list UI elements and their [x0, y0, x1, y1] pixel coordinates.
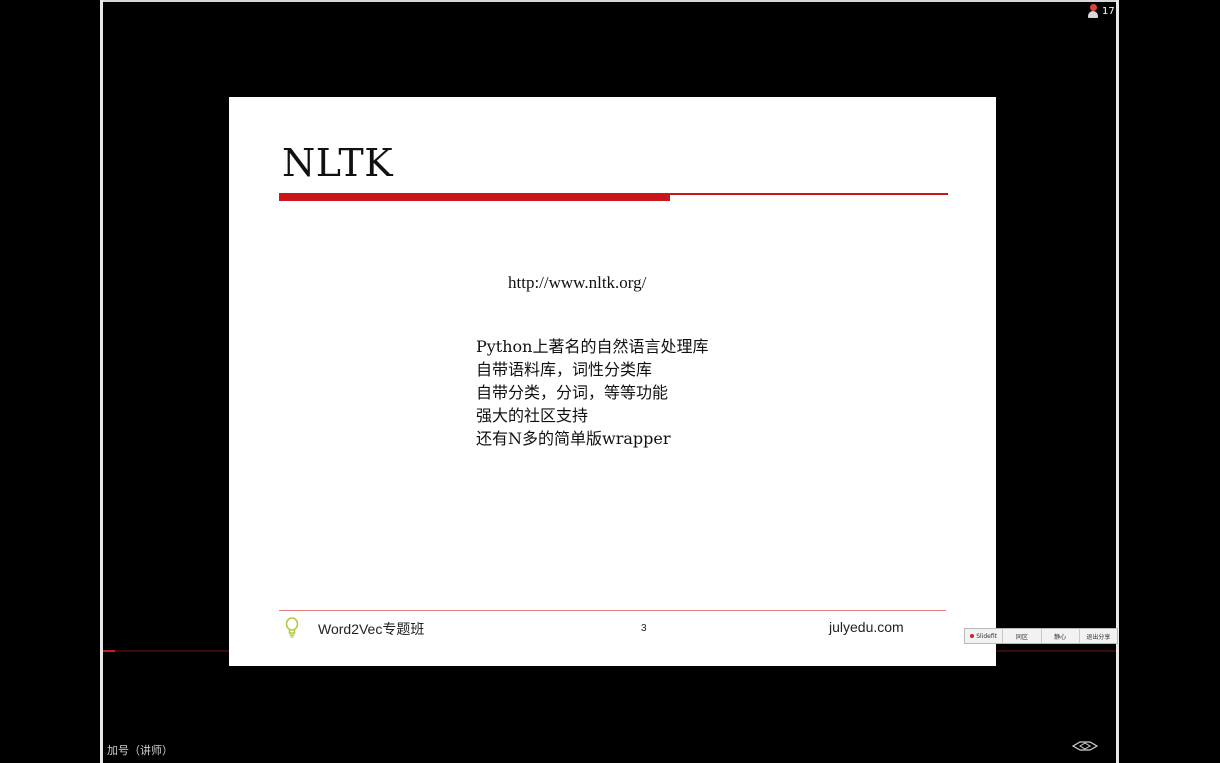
footer-course-name: Word2Vec专题班: [318, 621, 425, 637]
record-dot-icon: [970, 634, 975, 638]
viewer-frame-right: [1116, 0, 1119, 763]
bullet-item: 还有N多的简单版wrapper: [476, 429, 671, 448]
lightbulb-icon: [285, 617, 299, 638]
viewer-count[interactable]: 17: [1088, 3, 1115, 19]
slide: NLTK http://www.nltk.org/ Python上著名的自然语言…: [229, 97, 996, 666]
slide-title: NLTK: [282, 141, 394, 185]
collapse-icon[interactable]: [1072, 740, 1098, 752]
viewer-frame-top: [100, 0, 1119, 2]
person-icon: [1088, 4, 1098, 18]
share-toolbar: Slidefit 同区 静心 退出分享: [964, 628, 1118, 644]
toolbar-exit-share-button[interactable]: 退出分享: [1086, 633, 1111, 641]
footer-site: julyedu.com: [829, 619, 904, 635]
bullet-item: Python上著名的自然语言处理库: [476, 337, 709, 356]
bullet-list: Python上著名的自然语言处理库 自带语料库，词性分类库 自带分类，分词，等等…: [476, 335, 708, 450]
title-accent-bar: [279, 193, 670, 201]
viewer-count-value: 17: [1102, 5, 1115, 17]
presenter-label: 加号（讲师）: [107, 744, 173, 757]
footer-page-number: 3: [641, 623, 647, 634]
slide-url: http://www.nltk.org/: [508, 273, 647, 292]
toolbar-sync-button[interactable]: 同区: [1003, 629, 1042, 643]
title-accent-line: [670, 193, 948, 195]
outside-area-left: [0, 0, 100, 763]
toolbar-slidefit-button[interactable]: Slidefit: [965, 629, 1004, 643]
viewer-frame-left: [100, 0, 103, 763]
bullet-item: 强大的社区支持: [476, 406, 589, 425]
footer-divider: [279, 610, 946, 611]
outside-area-right: [1119, 0, 1220, 763]
bullet-item: 自带语料库，词性分类库: [476, 360, 653, 379]
bullet-item: 自带分类，分词，等等功能: [476, 383, 669, 402]
playback-progress-fill: [103, 650, 116, 652]
toolbar-mute-button[interactable]: 静心: [1042, 629, 1080, 643]
